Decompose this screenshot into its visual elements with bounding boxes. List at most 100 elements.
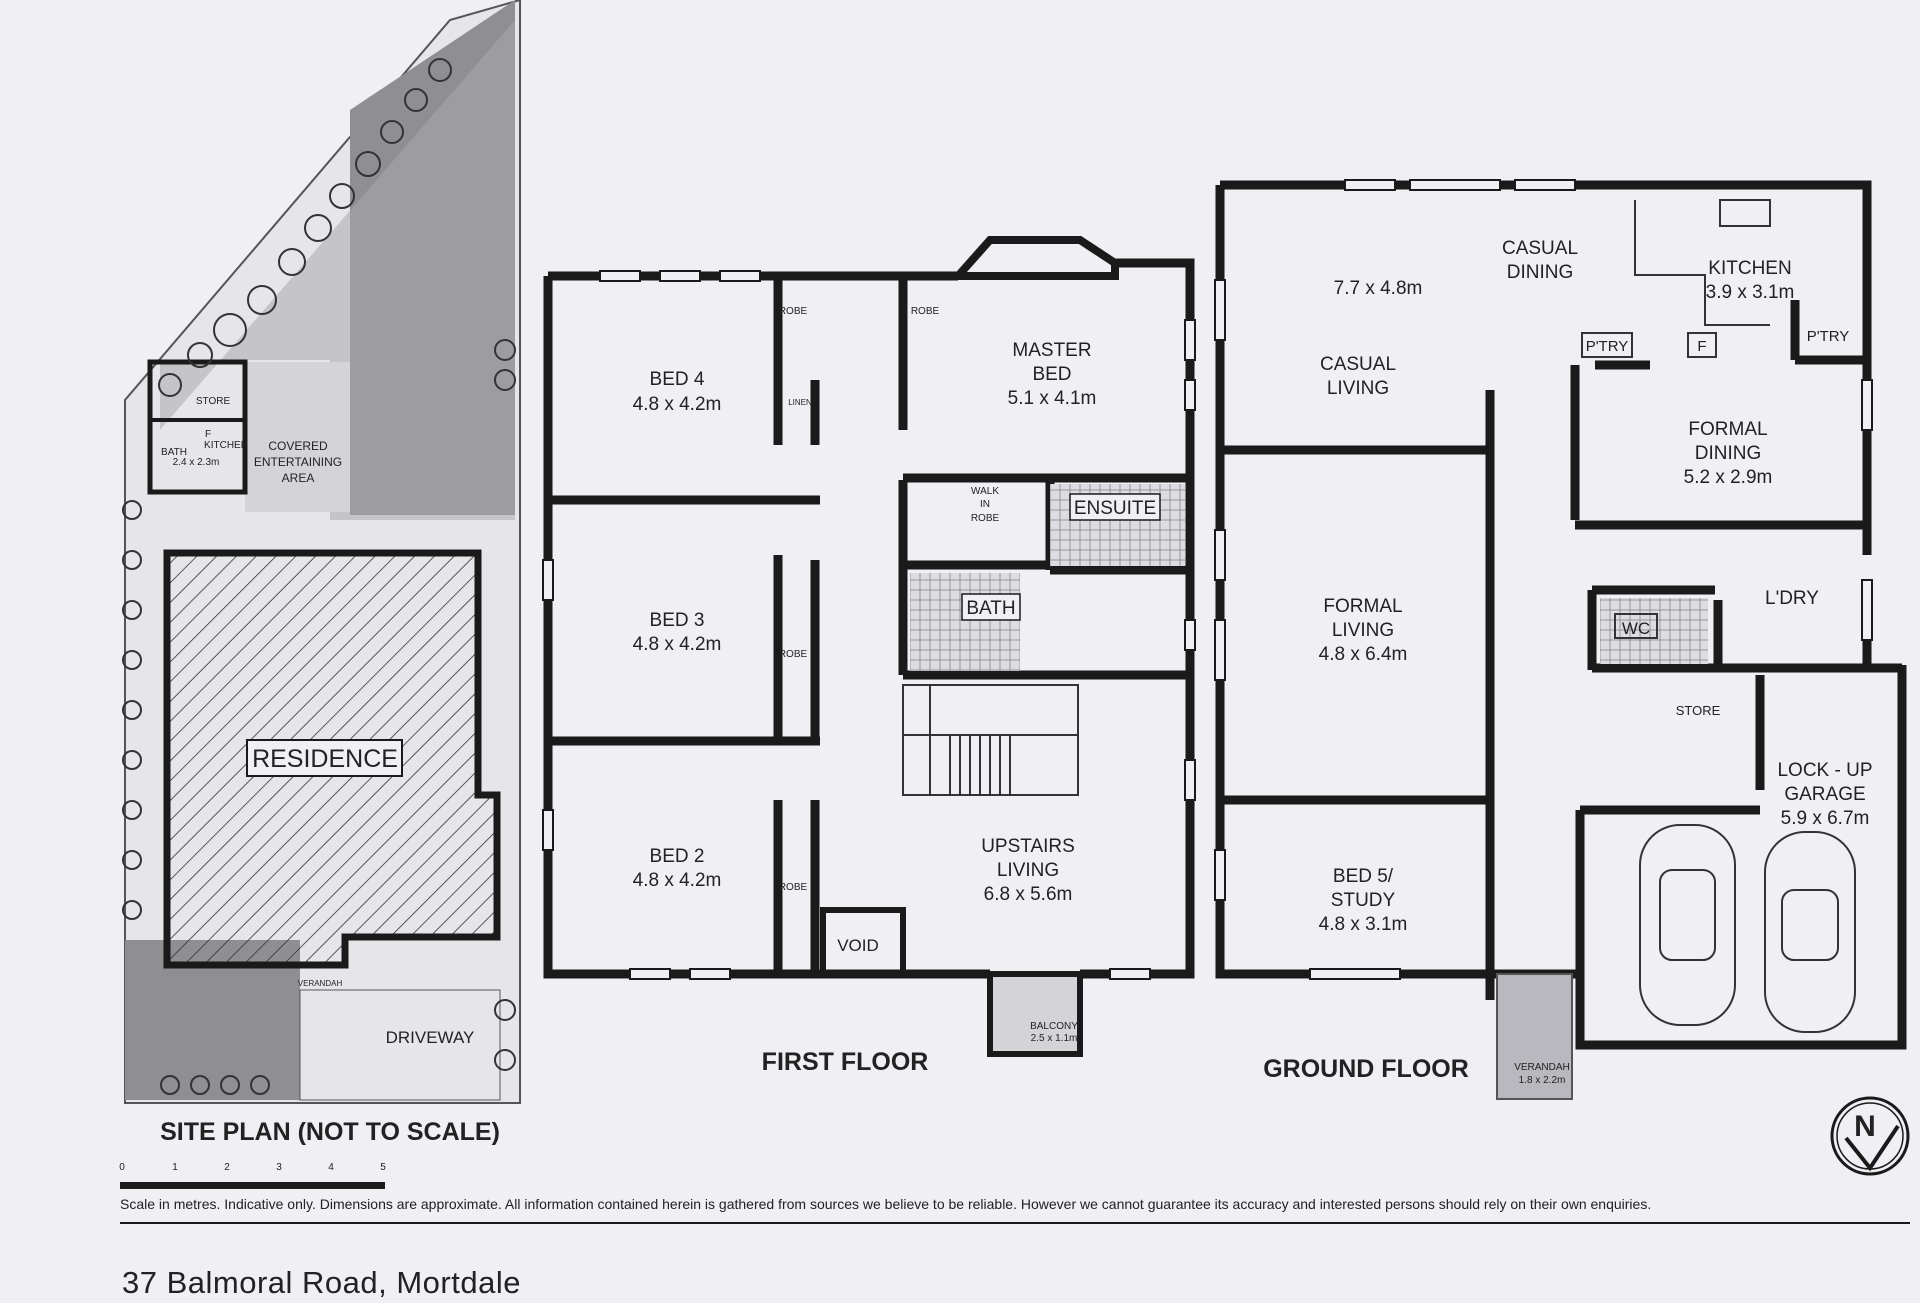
svg-text:2: 2 xyxy=(224,1162,230,1173)
bed5-1: BED 5/ xyxy=(1333,866,1394,887)
walk-in-robe-3: ROBE xyxy=(971,513,1000,524)
bed2-name: BED 2 xyxy=(650,846,705,867)
void-label: VOID xyxy=(837,936,879,955)
site-store-label: STORE xyxy=(196,396,231,407)
ensuite-label-box xyxy=(1069,493,1161,521)
first-floor-stairs xyxy=(902,684,1079,796)
garage-2: GARAGE xyxy=(1784,784,1865,805)
wc-tiles xyxy=(1600,598,1708,664)
garage-car-left xyxy=(1639,824,1736,1026)
site-fridge-label: F xyxy=(205,429,211,440)
first-floor-title: FIRST FLOOR xyxy=(762,1048,929,1076)
bath-tiles xyxy=(910,573,1020,671)
site-kitchen-label: KITCHEN xyxy=(204,440,248,451)
balcony-label: BALCONY xyxy=(1030,1021,1078,1032)
kitchen-sink xyxy=(1719,199,1771,227)
garage-dim: 5.9 x 6.7m xyxy=(1781,808,1870,829)
walk-in-robe-1: WALK xyxy=(971,486,999,497)
bed4-name: BED 4 xyxy=(650,369,705,390)
first-floor-windows xyxy=(542,270,1196,980)
scale-bar: 0 1 2 3 4 5 xyxy=(119,1162,386,1189)
formal-living-1: FORMAL xyxy=(1323,596,1402,617)
casual-dim: 7.7 x 4.8m xyxy=(1334,278,1423,299)
site-driveway xyxy=(299,989,501,1101)
pantry-left: P'TRY xyxy=(1586,338,1629,355)
site-verandah-label: VERANDAH xyxy=(298,979,343,988)
bath-label-box xyxy=(961,593,1021,621)
bed2-dim: 4.8 x 4.2m xyxy=(633,870,722,891)
disclaimer-text: Scale in metres. Indicative only. Dimens… xyxy=(120,1196,1652,1212)
ground-verandah xyxy=(1496,973,1573,1100)
bed3-dim: 4.8 x 4.2m xyxy=(633,634,722,655)
pantry-left-box xyxy=(1581,332,1633,358)
garage-store-label: STORE xyxy=(1676,703,1721,718)
site-outbuilding xyxy=(147,359,248,495)
pantry-right: P'TRY xyxy=(1807,328,1850,345)
bed4-robe: ROBE xyxy=(779,306,808,317)
ground-floor-windows xyxy=(1214,179,1873,980)
formal-dining-2: DINING xyxy=(1695,443,1762,464)
garage-1: LOCK - UP xyxy=(1777,760,1872,781)
casual-living-1: CASUAL xyxy=(1320,354,1396,375)
kitchen-label: KITCHEN xyxy=(1708,258,1791,279)
svg-text:1: 1 xyxy=(172,1162,178,1173)
covered-area-label-2: ENTERTAINING xyxy=(254,455,342,469)
site-kitchen-dim: 2.4 x 2.3m xyxy=(173,457,220,468)
property-address: 37 Balmoral Road, Mortdale xyxy=(122,1265,521,1300)
master-dim: 5.1 x 4.1m xyxy=(1008,388,1097,409)
wc-label-box xyxy=(1614,613,1658,639)
formal-dining-dim: 5.2 x 2.9m xyxy=(1684,467,1773,488)
north-compass: N xyxy=(1830,1096,1910,1176)
covered-area-label-3: AREA xyxy=(282,471,315,485)
ground-floor-title: GROUND FLOOR xyxy=(1263,1055,1469,1083)
residence-label: RESIDENCE xyxy=(252,745,398,773)
verandah-dim: 1.8 x 2.2m xyxy=(1519,1075,1566,1086)
fridge-label: F xyxy=(1697,338,1706,355)
formal-dining-1: FORMAL xyxy=(1688,419,1767,440)
site-plan-title: SITE PLAN (NOT TO SCALE) xyxy=(160,1118,500,1146)
site-shrubs xyxy=(122,58,516,1095)
first-floor-outline xyxy=(543,258,1195,979)
svg-text:0: 0 xyxy=(119,1162,125,1173)
site-side-strip xyxy=(160,20,515,520)
linen-label: LINEN xyxy=(788,398,812,407)
bed2-robe: ROBE xyxy=(779,882,808,893)
fridge-box xyxy=(1687,332,1717,358)
svg-text:5: 5 xyxy=(380,1162,386,1173)
residence-label-box xyxy=(246,739,403,777)
covered-entertaining-area xyxy=(245,362,350,512)
site-bath-label: BATH xyxy=(161,447,187,458)
bed5-dim: 4.8 x 3.1m xyxy=(1319,914,1408,935)
master-name-2: BED xyxy=(1032,364,1071,385)
master-bay-window xyxy=(949,236,1119,280)
driveway-label: DRIVEWAY xyxy=(386,1028,475,1047)
laundry-label: L'DRY xyxy=(1765,588,1819,609)
svg-text:3: 3 xyxy=(276,1162,282,1173)
covered-area-label-1: COVERED xyxy=(268,439,328,453)
walk-in-robe-2: IN xyxy=(980,499,990,510)
upstairs-name-1: UPSTAIRS xyxy=(981,836,1075,857)
void-area xyxy=(820,907,906,977)
balcony-dim: 2.5 x 1.1m xyxy=(1031,1033,1078,1044)
casual-dining-1: CASUAL xyxy=(1502,238,1578,259)
kitchen-dim: 3.9 x 3.1m xyxy=(1706,282,1795,303)
verandah-label: VERANDAH xyxy=(1514,1062,1570,1073)
compass-north-label: N xyxy=(1854,1110,1876,1143)
balcony xyxy=(987,971,1083,1057)
ground-floor-plan: CASUAL DINING 7.7 x 4.8m CASUAL LIVING K… xyxy=(1214,179,1907,1100)
first-floor-plan: BED 4 4.8 x 4.2m BED 3 4.8 x 4.2m BED 2 … xyxy=(542,236,1196,1076)
casual-living-2: LIVING xyxy=(1327,378,1389,399)
svg-text:4: 4 xyxy=(328,1162,334,1173)
casual-dining-2: DINING xyxy=(1507,262,1574,283)
bath-label: BATH xyxy=(966,598,1015,619)
master-name-1: MASTER xyxy=(1012,340,1091,361)
upstairs-dim: 6.8 x 5.6m xyxy=(984,884,1073,905)
formal-living-dim: 4.8 x 6.4m xyxy=(1319,644,1408,665)
garage-car-right xyxy=(1764,831,1856,1033)
site-plan: RESIDENCE STORE F KITCHEN 2.4 x 2.3m BAT… xyxy=(119,0,521,1189)
bed5-2: STUDY xyxy=(1331,890,1396,911)
bed4-dim: 4.8 x 4.2m xyxy=(633,394,722,415)
bed3-robe: ROBE xyxy=(779,649,808,660)
bed3-name: BED 3 xyxy=(650,610,705,631)
